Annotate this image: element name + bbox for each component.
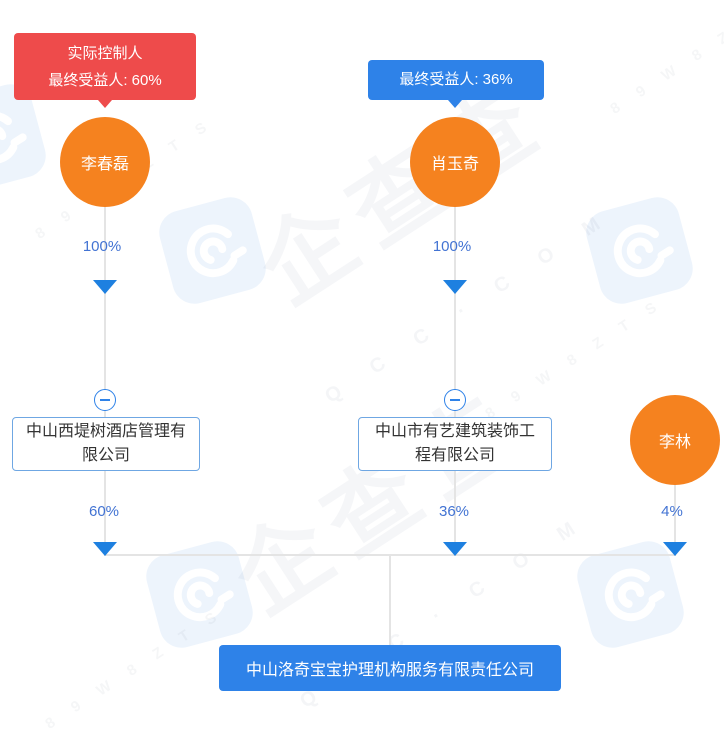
arrow-down-icon [443,542,467,556]
target-company-node[interactable]: 中山洛奇宝宝护理机构服务有限责任公司 [219,645,561,691]
collapse-minus-icon[interactable] [444,389,466,411]
qcc-watermark-tile [581,192,698,309]
qcc-logo-icon [604,568,665,621]
person-name: 李林 [658,434,691,451]
minus-dash [100,399,110,401]
arrow-down-icon [443,280,467,294]
edge-line-bus-target [389,556,391,645]
qcc-logo-icon [173,568,234,621]
person-name: 肖玉奇 [430,156,479,173]
actual-controller-label: 实际控制人 [67,45,143,62]
edge-label-60: 60% [88,503,120,520]
qcc-watermark-tile [572,536,689,653]
edge-line-company1-target [104,471,106,556]
ultimate-beneficiary-60-label: 最终受益人: 60% [48,72,162,89]
company-node-youyi-construction[interactable]: 中山市有艺建筑装饰工程有限公司 [358,417,552,471]
target-company-name: 中山洛奇宝宝护理机构服务有限责任公司 [245,662,534,679]
qcc-watermark-domain-text: Q C C · C O M [321,204,618,408]
ultimate-beneficiary-badge: 最终受益人: 36% [368,60,544,100]
edge-line-person3-target [674,485,676,556]
arrow-down-icon [93,542,117,556]
qcc-watermark-tile [154,192,271,309]
qcc-watermark-brand-text: 企查查 [217,374,540,634]
badge-pointer-icon [448,100,462,108]
qcc-logo-icon [613,224,674,277]
company-node-xiditi-hotel[interactable]: 中山西堤树酒店管理有限公司 [12,417,200,471]
arrow-down-icon [93,280,117,294]
edge-label-4: 4% [661,503,683,520]
qcc-watermark-code-text: 8 9 W 8 Z T S [607,0,724,118]
qcc-logo-icon [186,224,247,277]
edge-label-100-mid: 100% [432,238,472,255]
edge-line-person2-company2 [454,207,456,417]
edge-label-100-left: 100% [82,238,122,255]
edge-bus-line [104,554,676,556]
arrow-down-icon [663,542,687,556]
person-node-xiao-yuqi[interactable]: 肖玉奇 [410,117,500,207]
badge-pointer-icon [98,100,112,108]
qcc-watermark-code-text: 8 9 W 8 Z T S [482,294,668,423]
minus-dash [450,399,460,401]
actual-controller-badge: 实际控制人 最终受益人: 60% [14,33,196,100]
qcc-logo-icon [0,111,27,164]
company-name: 中山西堤树酒店管理有限公司 [25,423,186,464]
qcc-watermark-tile [0,79,51,196]
collapse-minus-icon[interactable] [94,389,116,411]
edge-line-person1-company1 [104,207,106,417]
person-node-li-chunlei[interactable]: 李春磊 [60,117,150,207]
person-name: 李春磊 [80,156,129,173]
person-node-li-lin[interactable]: 李林 [630,395,720,485]
company-name: 中山市有艺建筑装饰工程有限公司 [374,423,535,464]
qcc-watermark-code-text: 8 9 W 8 Z T S [42,604,228,733]
edge-label-36: 36% [438,503,470,520]
edge-line-company2-target [454,471,456,556]
qcc-watermark-tile [141,536,258,653]
